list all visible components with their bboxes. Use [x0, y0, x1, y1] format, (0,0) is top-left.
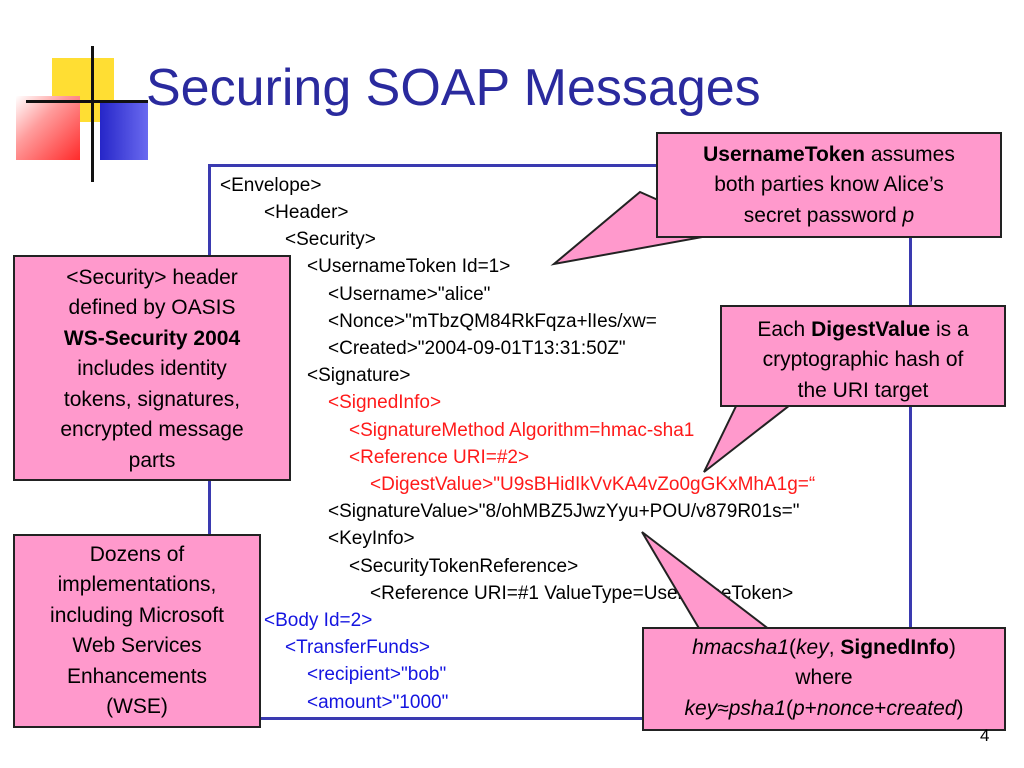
code-envelope: <Envelope> — [220, 175, 322, 196]
code-signature-value: <SignatureValue>"8/ohMBZ5JwzYyu+POU/v879… — [328, 501, 800, 522]
code-username: <Username>"alice" — [328, 284, 491, 305]
callout-line: the URI target — [797, 378, 929, 402]
callout-line: secret password p — [658, 201, 1000, 231]
code-signature-method: <SignatureMethod Algorithm=hmac-sha1 — [349, 420, 695, 441]
callout-line: including Microsoft — [50, 603, 224, 627]
code-nonce: <Nonce>"mTbzQM84RkFqza+lIes/xw= — [328, 311, 657, 332]
formula-signed-info: SignedInfo — [840, 636, 949, 659]
callout-line: implementations, — [57, 573, 217, 597]
decor-red-square — [16, 96, 80, 160]
callout-dozens-implementations: Dozens of implementations, including Mic… — [13, 534, 261, 728]
formula-paren: ( — [785, 696, 793, 720]
formula-plus: + — [874, 696, 887, 720]
callout-bold: UsernameToken — [703, 143, 865, 166]
formula-key: key — [684, 696, 718, 720]
callout-line: <Security> header — [66, 266, 238, 289]
callout-line: parts — [128, 448, 176, 472]
callout-line: UsernameToken assumes — [658, 140, 1000, 170]
formula-paren: ( — [789, 636, 797, 659]
code-recipient: <recipient>"bob" — [307, 664, 447, 685]
callout-text: Each — [757, 318, 812, 341]
callout-line: includes identity — [77, 357, 227, 381]
slide-title: Securing SOAP Messages — [146, 59, 761, 117]
callout-bold: WS-Security 2004 — [63, 326, 241, 350]
page-number: 4 — [980, 726, 990, 745]
callout-italic: p — [902, 203, 915, 227]
formula-paren: ) — [948, 636, 956, 659]
callout-text: assumes — [864, 143, 955, 166]
formula-comma: , — [828, 636, 841, 659]
code-key-info: <KeyInfo> — [328, 528, 415, 549]
formula-fn: hmacsha1 — [692, 636, 790, 659]
code-security: <Security> — [285, 229, 376, 250]
code-username-token: <UsernameToken Id=1> — [307, 256, 511, 277]
decor-vertical-line — [91, 46, 94, 182]
code-signature: <Signature> — [307, 365, 411, 386]
decor-horizontal-line — [26, 100, 148, 103]
callout-digest-value: Each DigestValue is a cryptographic hash… — [720, 305, 1006, 407]
callout-line: defined by OASIS — [68, 296, 236, 320]
code-token-reference: <Reference URI=#1 ValueType=UsernameToke… — [370, 583, 794, 604]
formula-key: key — [796, 636, 829, 659]
callout-text: is a — [930, 318, 969, 341]
callout-hmac-formula: hmacsha1(key, SignedInfo) where key≈psha… — [642, 627, 1006, 731]
code-amount: <amount>"1000" — [307, 692, 449, 713]
formula-plus: + — [804, 696, 817, 720]
callout-line: Each DigestValue is a — [722, 315, 1004, 345]
callout-line: key≈psha1(p+nonce+created) — [644, 694, 1004, 724]
callout-line: where — [795, 666, 853, 690]
code-body: <Body Id=2> — [264, 610, 373, 631]
callout-line: both parties know Alice’s — [714, 173, 944, 197]
callout-username-token: UsernameToken assumes both parties know … — [656, 132, 1002, 238]
code-transfer-funds: <TransferFunds> — [285, 637, 431, 658]
callout-line: hmacsha1(key, SignedInfo) — [644, 633, 1004, 663]
formula-nonce: nonce — [816, 696, 875, 720]
callout-line: Enhancements — [66, 664, 208, 688]
code-header: <Header> — [264, 202, 349, 223]
callout-line: tokens, signatures, — [63, 387, 241, 411]
code-created: <Created>"2004-09-01T13:31:50Z" — [328, 338, 626, 359]
formula-created: created — [886, 696, 957, 720]
callout-text: secret password — [743, 203, 903, 227]
callout-line: encrypted message — [60, 418, 244, 442]
callout-line: Dozens of — [89, 543, 185, 566]
formula-paren: ) — [956, 696, 964, 720]
callout-security-header: <Security> header defined by OASIS WS-Se… — [13, 255, 291, 481]
code-reference: <Reference URI=#2> — [349, 447, 530, 468]
code-signed-info: <SignedInfo> — [328, 392, 442, 413]
formula-p: p — [792, 696, 805, 720]
callout-bold: DigestValue — [811, 318, 931, 341]
code-digest-value: <DigestValue>"U9sBHidIkVvKA4vZo0gGKxMhA1… — [370, 474, 816, 495]
callout-line: Web Services — [72, 634, 202, 658]
callout-line: (WSE) — [106, 695, 168, 719]
formula-psha1: psha1 — [728, 696, 786, 720]
decor-blue-square — [100, 100, 148, 160]
callout-line: cryptographic hash of — [762, 348, 964, 372]
code-security-token-reference: <SecurityTokenReference> — [349, 556, 579, 577]
formula-approx: ≈ — [717, 696, 729, 720]
callout-line: WS-Security 2004 — [15, 324, 289, 354]
